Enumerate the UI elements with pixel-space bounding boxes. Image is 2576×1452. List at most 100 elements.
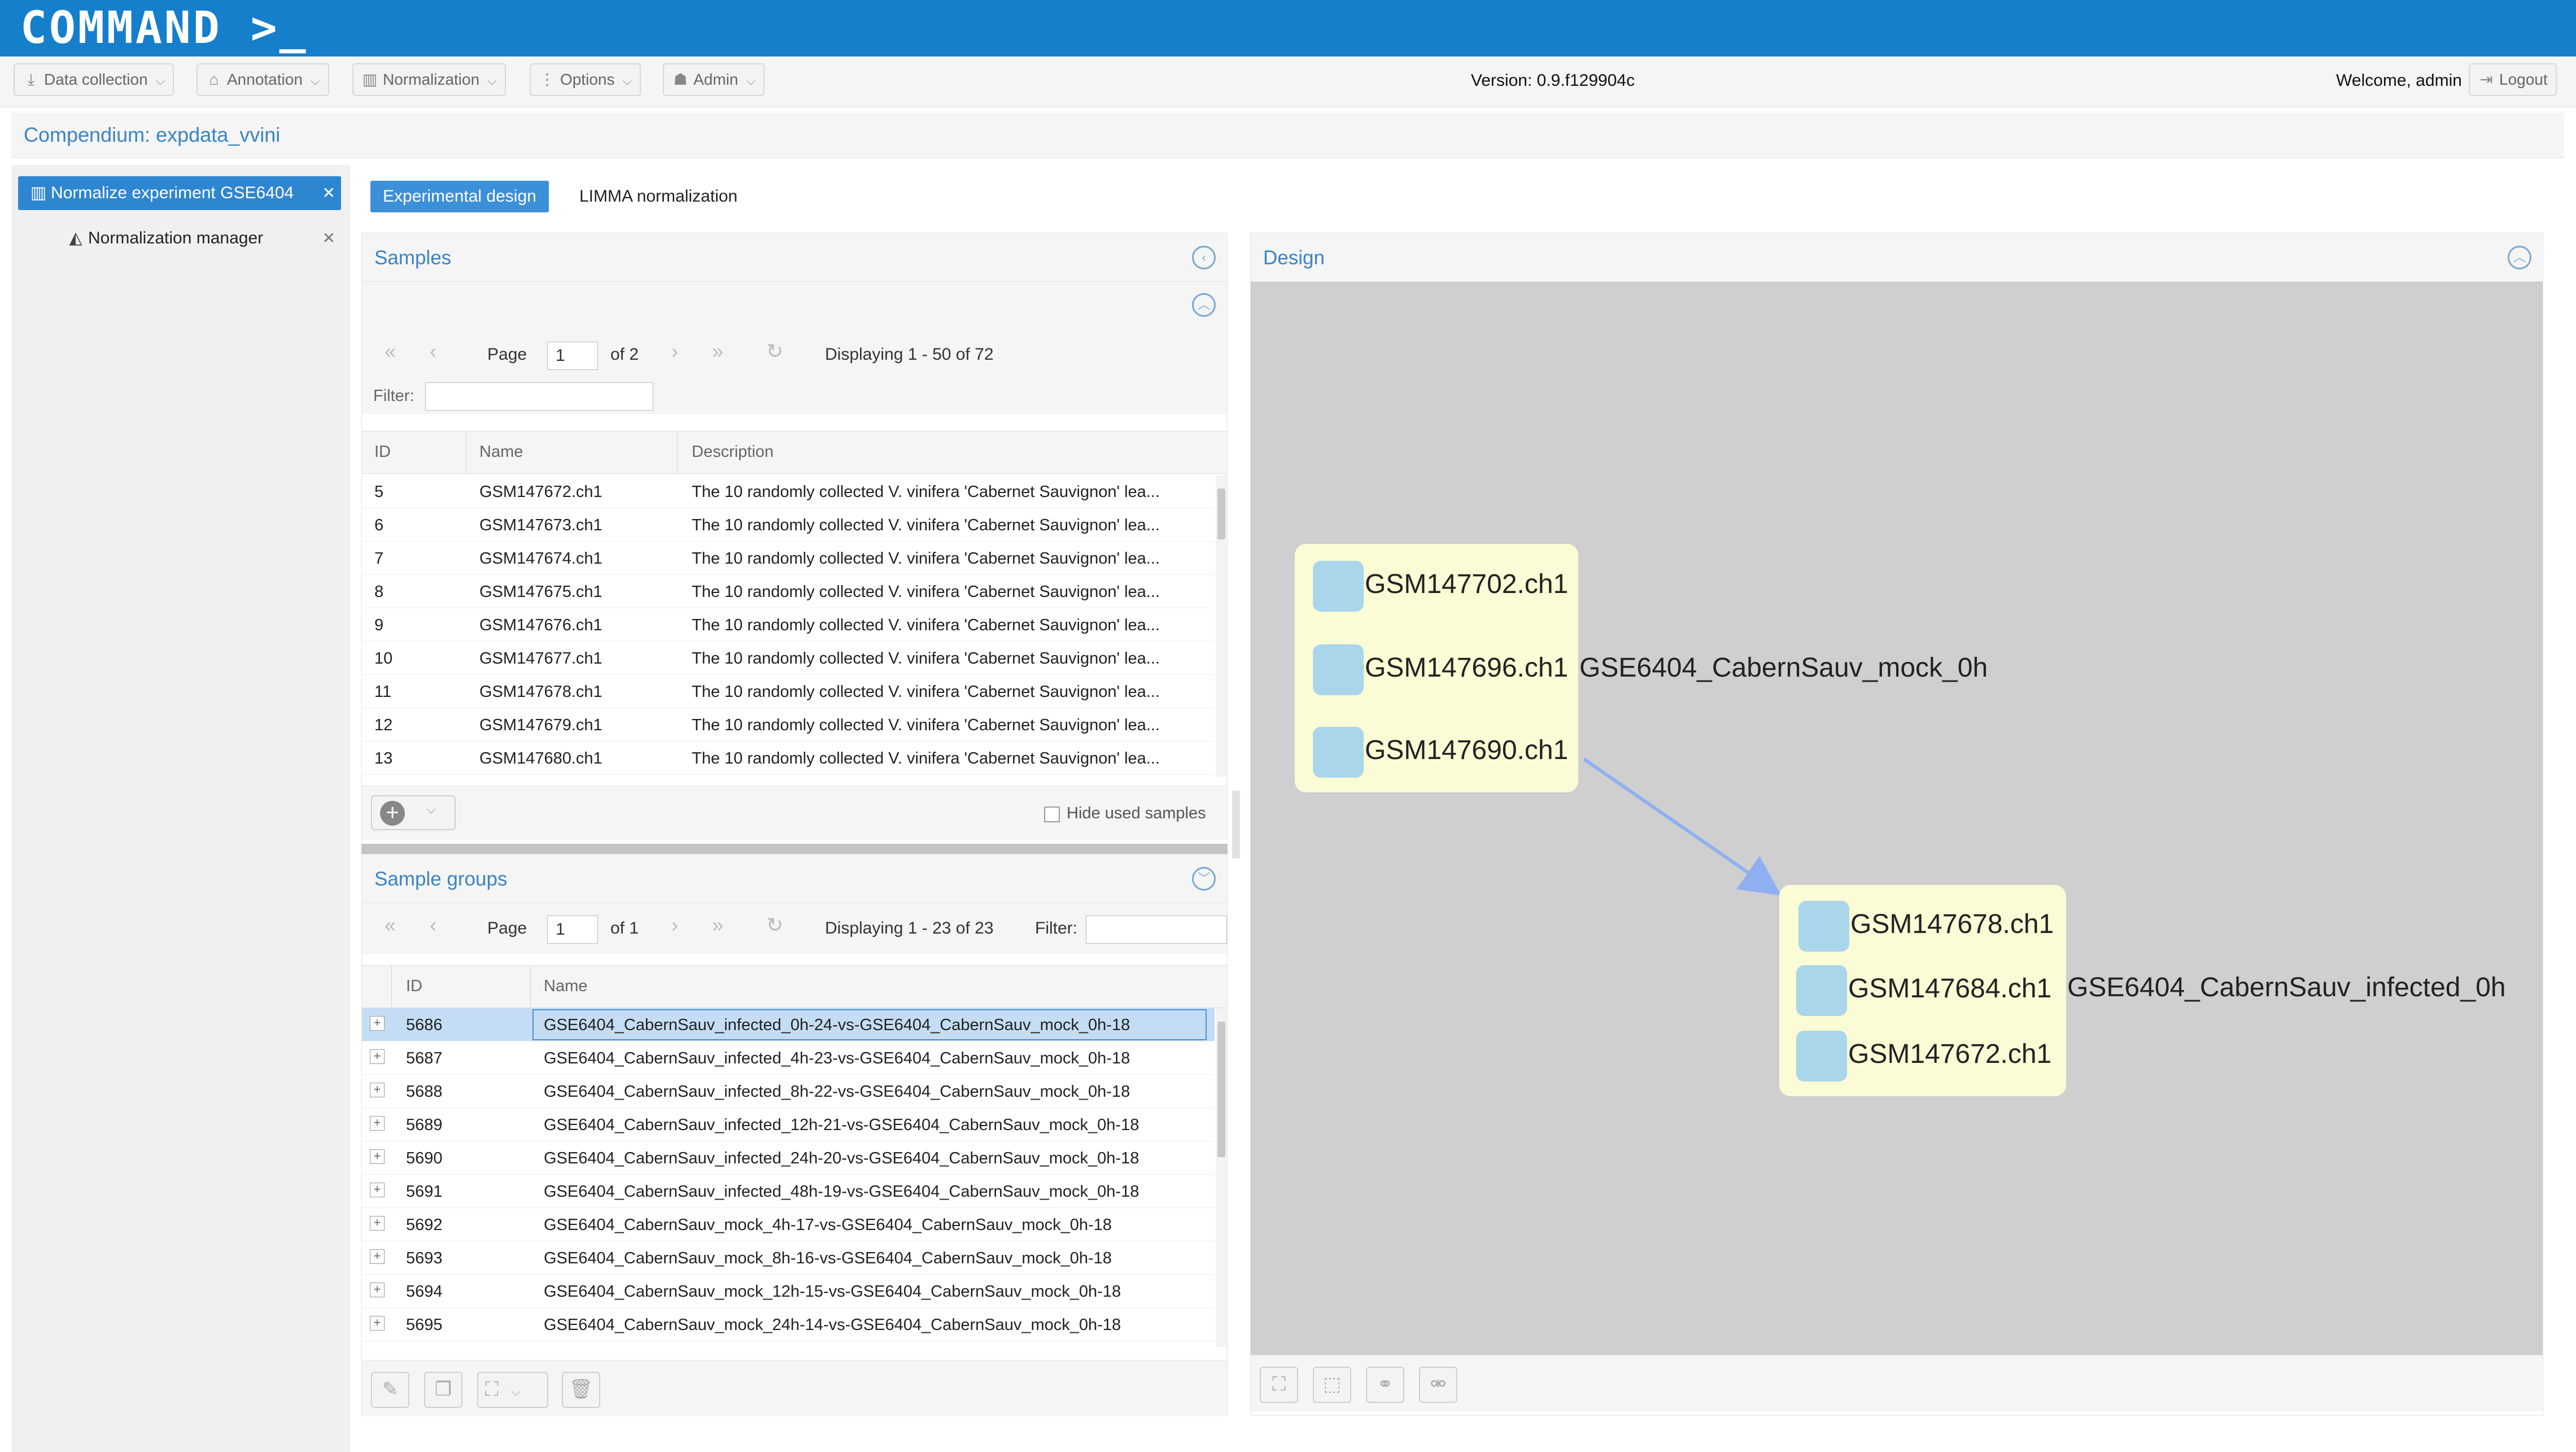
- expand-row-icon[interactable]: +: [370, 1049, 385, 1064]
- cell-description: The 10 randomly collected V. vinifera 'C…: [692, 649, 1160, 668]
- nav-item-normalization-manager[interactable]: ◭Normalization manager ✕: [18, 221, 341, 255]
- column-id[interactable]: ID: [374, 443, 391, 461]
- prev-page-icon[interactable]: ‹: [430, 913, 436, 936]
- expand-row-icon[interactable]: +: [370, 1249, 385, 1264]
- expand-row-icon[interactable]: +: [370, 1183, 385, 1197]
- column-name[interactable]: Name: [479, 443, 523, 461]
- sample-node[interactable]: GSM147690.ch1: [1313, 727, 1573, 778]
- expand-row-icon[interactable]: +: [370, 1149, 385, 1164]
- samples-filter-input[interactable]: [425, 382, 653, 411]
- expand-row-icon[interactable]: +: [370, 1283, 385, 1297]
- close-icon[interactable]: ✕: [322, 229, 335, 247]
- column-name[interactable]: Name: [544, 977, 588, 995]
- page-count: of 1: [610, 919, 639, 938]
- tab-experimental-design[interactable]: Experimental design: [370, 181, 549, 212]
- collapse-down-icon[interactable]: ﹀: [1192, 867, 1216, 891]
- edit-icon[interactable]: ✎: [371, 1372, 409, 1408]
- copy-icon[interactable]: ❐: [424, 1372, 462, 1408]
- link-icon[interactable]: ⚭: [1366, 1367, 1404, 1403]
- column-id[interactable]: ID: [406, 977, 422, 995]
- sample-node[interactable]: GSM147684.ch1: [1796, 965, 2056, 1016]
- select-split-button[interactable]: ⛶⌵: [477, 1372, 548, 1408]
- nav-item-normalize-experiment[interactable]: ▥Normalize experiment GSE6404 ✕: [18, 176, 341, 210]
- page-label: Page: [487, 345, 527, 364]
- expand-row-icon[interactable]: +: [370, 1083, 385, 1097]
- collapse-up-icon[interactable]: ︿: [1192, 293, 1216, 317]
- next-page-icon[interactable]: ›: [671, 913, 678, 936]
- annotation-menu-button[interactable]: ⌂Annotation⌵: [197, 63, 329, 96]
- collapse-up-icon[interactable]: ︿: [2508, 246, 2531, 269]
- cell-id: 8: [374, 583, 384, 601]
- groups-filter-input[interactable]: [1086, 915, 1227, 944]
- logout-button[interactable]: ⇥Logout: [2469, 63, 2557, 96]
- select-area-icon[interactable]: ⬚: [1313, 1367, 1351, 1403]
- delete-icon[interactable]: 🗑: [562, 1372, 600, 1408]
- refresh-icon[interactable]: ↻: [766, 913, 784, 936]
- column-description[interactable]: Description: [692, 443, 774, 461]
- expand-row-icon[interactable]: +: [370, 1116, 385, 1131]
- cell-description: The 10 randomly collected V. vinifera 'C…: [692, 483, 1160, 501]
- page-number-input[interactable]: 1: [547, 342, 598, 370]
- tab-limma-normalization[interactable]: LIMMA normalization: [579, 187, 738, 206]
- next-page-icon[interactable]: ›: [671, 339, 678, 363]
- sample-node-square: [1796, 1031, 1847, 1082]
- last-page-icon[interactable]: »: [712, 913, 724, 936]
- scrollbar-thumb[interactable]: [1217, 489, 1225, 539]
- normalization-menu-button[interactable]: ▥Normalization⌵: [352, 63, 506, 96]
- expand-row-icon[interactable]: +: [370, 1216, 385, 1231]
- vertical-splitter-handle[interactable]: [1232, 791, 1240, 858]
- sample-node[interactable]: GSM147696.ch1: [1313, 644, 1573, 695]
- horizontal-splitter[interactable]: [361, 844, 1228, 854]
- scrollbar-thumb[interactable]: [1217, 1022, 1225, 1157]
- expand-row-icon[interactable]: +: [370, 1016, 385, 1031]
- collapse-left-icon[interactable]: ‹: [1192, 246, 1216, 269]
- groups-scrollbar[interactable]: [1216, 1008, 1227, 1347]
- admin-menu-button[interactable]: ☗Admin⌵: [663, 63, 765, 96]
- first-page-icon[interactable]: «: [385, 339, 396, 363]
- tag-icon: ⌂: [209, 71, 219, 88]
- data-collection-menu-button[interactable]: ⤓Data collection⌵: [14, 63, 174, 96]
- cell-id: 9: [374, 616, 384, 634]
- last-page-icon[interactable]: »: [712, 339, 724, 363]
- sample-node[interactable]: GSM147678.ch1: [1798, 901, 2058, 952]
- unlink-icon[interactable]: ⚮: [1419, 1367, 1457, 1403]
- app-logo: COMMAND >_: [20, 3, 308, 54]
- sample-node[interactable]: GSM147702.ch1: [1313, 561, 1573, 612]
- sample-node[interactable]: GSM147672.ch1: [1796, 1031, 2056, 1082]
- hide-used-checkbox[interactable]: [1044, 806, 1060, 822]
- options-menu-button[interactable]: ⋮Options⌵: [530, 63, 641, 96]
- design-canvas[interactable]: GSM147702.ch1 GSM147696.ch1 GSM147690.ch…: [1251, 282, 2543, 1355]
- close-icon[interactable]: ✕: [322, 184, 335, 202]
- samples-panel-header: Samples ‹: [362, 233, 1227, 282]
- chevron-down-icon: ⌵: [622, 73, 632, 88]
- add-sample-split-button[interactable]: + ⌵: [371, 795, 456, 830]
- refresh-icon[interactable]: ↻: [766, 339, 784, 363]
- fit-icon[interactable]: ⛶: [1260, 1367, 1298, 1403]
- first-page-icon[interactable]: «: [385, 913, 396, 936]
- chevron-down-icon: ⌵: [510, 1384, 521, 1398]
- prev-page-icon[interactable]: ‹: [430, 339, 436, 363]
- page-number-input[interactable]: 1: [547, 915, 598, 944]
- samples-scrollbar[interactable]: [1216, 475, 1227, 777]
- expand-row-icon[interactable]: +: [370, 1316, 385, 1331]
